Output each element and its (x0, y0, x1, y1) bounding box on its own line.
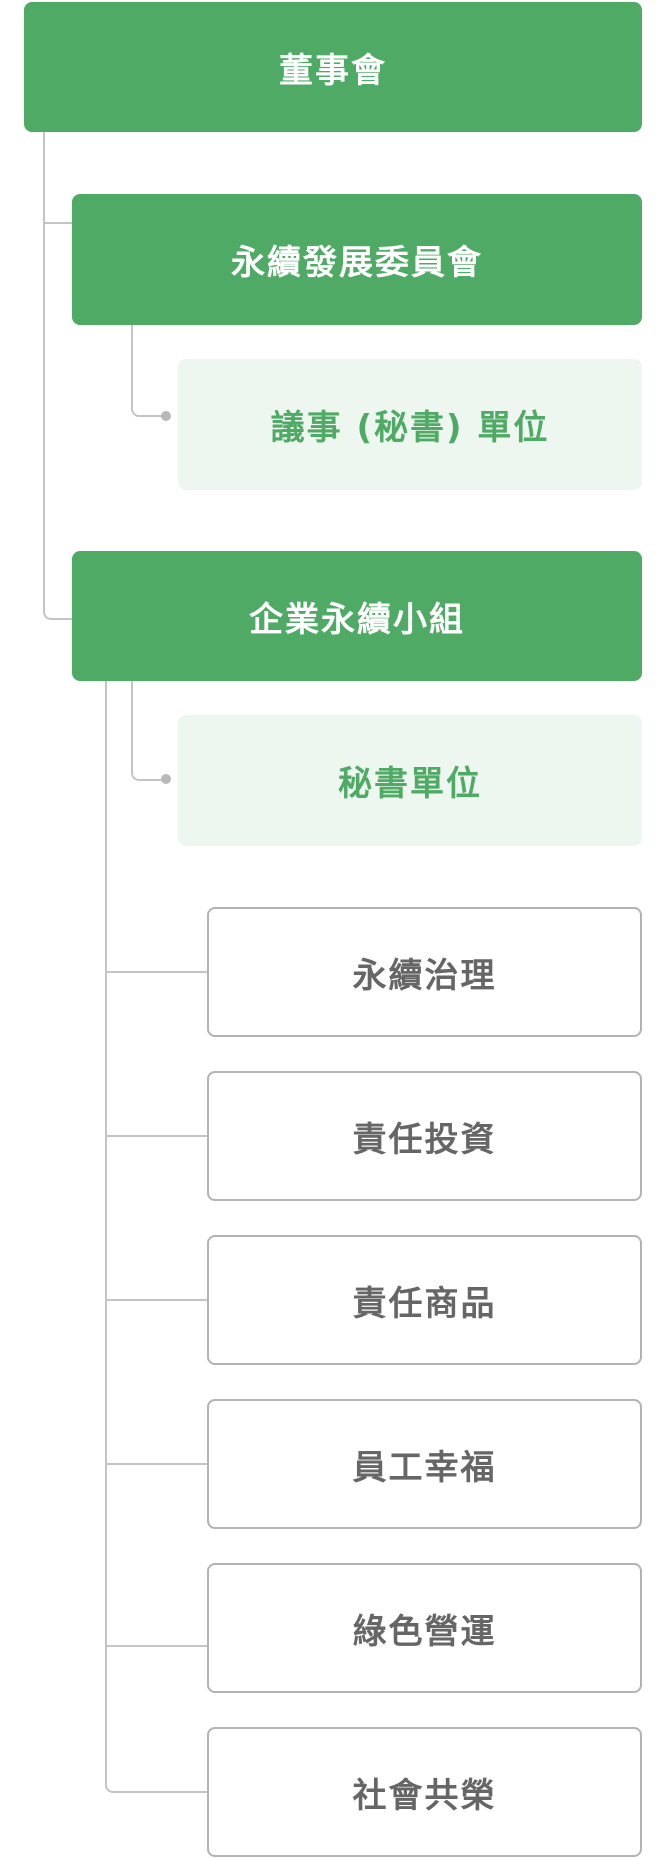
working-group-node: 員工幸福 (207, 1399, 642, 1529)
sustainability-committee-node: 永續發展委員會 (72, 194, 642, 325)
connector-team-to-groups (105, 681, 207, 1793)
sustainability-team-label: 企業永續小組 (249, 599, 465, 640)
connector-group-branch (105, 1645, 207, 1647)
working-group-node: 責任商品 (207, 1235, 642, 1365)
connector-group-branch (105, 971, 207, 973)
working-group-label: 社會共榮 (352, 1775, 497, 1816)
connector-group-branch (105, 1135, 207, 1137)
working-group-node: 責任投資 (207, 1071, 642, 1201)
working-group-label: 綠色營運 (352, 1611, 497, 1652)
working-group-node: 永續治理 (207, 907, 642, 1037)
team-secretariat-node: 秘書單位 (178, 715, 642, 846)
working-group-label: 責任投資 (352, 1119, 497, 1160)
connector-group-branch (105, 1299, 207, 1301)
working-group-label: 永續治理 (352, 955, 497, 996)
board-label: 董事會 (279, 50, 387, 91)
working-group-node: 綠色營運 (207, 1563, 642, 1693)
connector-board-to-committee (43, 222, 72, 224)
committee-secretariat-node: 議事 (秘書) 單位 (178, 359, 642, 490)
committee-secretariat-label: 議事 (秘書) 單位 (270, 408, 550, 448)
working-group-label: 員工幸福 (352, 1447, 497, 1488)
working-group-node: 社會共榮 (207, 1727, 642, 1857)
sustainability-team-node: 企業永續小組 (72, 551, 642, 681)
connector-committee-to-secretariat (131, 325, 167, 417)
connector-dot (161, 411, 171, 421)
connector-team-to-secretariat (131, 681, 167, 781)
board-node: 董事會 (24, 2, 642, 132)
sustainability-committee-label: 永續發展委員會 (231, 243, 483, 283)
connector-dot (161, 774, 171, 784)
working-group-label: 責任商品 (352, 1283, 497, 1324)
team-secretariat-label: 秘書單位 (338, 764, 482, 804)
connector-group-branch (105, 1463, 207, 1465)
connector-board-to-team (43, 130, 72, 620)
